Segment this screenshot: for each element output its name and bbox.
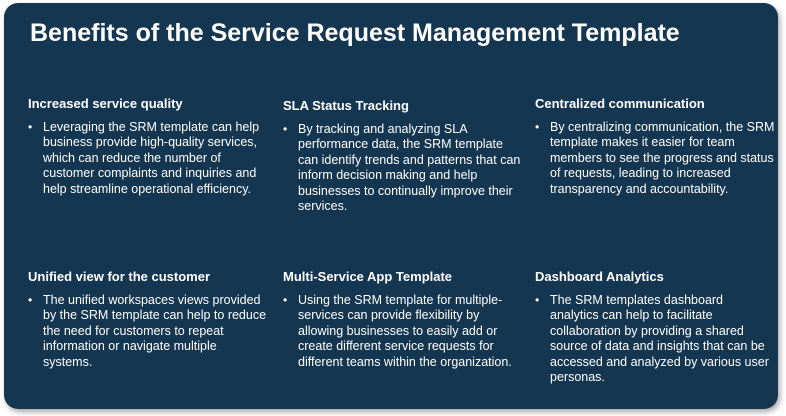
benefit-heading: Centralized communication [535, 96, 705, 111]
benefit-text: Using the SRM template for multiple-serv… [298, 293, 512, 369]
benefit-item: • The unified workspaces views provided b… [28, 293, 268, 370]
bullet-icon: • [28, 120, 33, 134]
bullet-icon: • [283, 122, 288, 136]
benefit-list: • The SRM templates dashboard analytics c… [535, 293, 775, 385]
benefit-text: By tracking and analyzing SLA performanc… [298, 122, 521, 214]
benefit-item: • By centralizing communication, the SRM … [535, 120, 775, 197]
slide-panel: Benefits of the Service Request Manageme… [4, 3, 778, 409]
benefit-item: • Leveraging the SRM template can help bu… [28, 120, 268, 197]
benefit-text: The unified workspaces views provided by… [43, 293, 267, 369]
slide-title: Benefits of the Service Request Manageme… [30, 19, 680, 47]
benefit-card-unified-view: Unified view for the customer • The unifi… [28, 269, 268, 370]
benefit-item: • The SRM templates dashboard analytics c… [535, 293, 775, 385]
bullet-icon: • [283, 293, 288, 307]
benefit-heading: Dashboard Analytics [535, 269, 664, 284]
benefit-card-sla-tracking: SLA Status Tracking • By tracking and ana… [283, 98, 523, 214]
benefit-card-dashboard-analytics: Dashboard Analytics • The SRM templates d… [535, 269, 775, 385]
benefit-heading: SLA Status Tracking [283, 98, 409, 113]
benefit-text: The SRM templates dashboard analytics ca… [550, 293, 769, 385]
benefit-list: • The unified workspaces views provided b… [28, 293, 268, 370]
benefit-text: Leveraging the SRM template can help bus… [43, 120, 260, 196]
benefit-heading: Multi-Service App Template [283, 269, 453, 284]
bullet-icon: • [535, 293, 540, 307]
benefit-list: • Using the SRM template for multiple-ser… [283, 293, 523, 370]
benefit-heading: Unified view for the customer [28, 269, 211, 284]
benefit-heading: Increased service quality [28, 96, 183, 111]
benefit-text: By centralizing communication, the SRM t… [550, 120, 775, 196]
benefit-item: • By tracking and analyzing SLA performan… [283, 122, 523, 214]
benefit-list: • By centralizing communication, the SRM … [535, 120, 775, 197]
benefit-card-centralized-communication: Centralized communication • By centralizi… [535, 96, 775, 197]
bullet-icon: • [535, 120, 540, 134]
benefit-list: • By tracking and analyzing SLA performan… [283, 122, 523, 214]
benefit-card-multi-service: Multi-Service App Template • Using the SR… [283, 269, 523, 370]
benefit-card-service-quality: Increased service quality • Leveraging th… [28, 96, 268, 197]
benefit-item: • Using the SRM template for multiple-ser… [283, 293, 523, 370]
benefit-list: • Leveraging the SRM template can help bu… [28, 120, 268, 197]
bullet-icon: • [28, 293, 33, 307]
